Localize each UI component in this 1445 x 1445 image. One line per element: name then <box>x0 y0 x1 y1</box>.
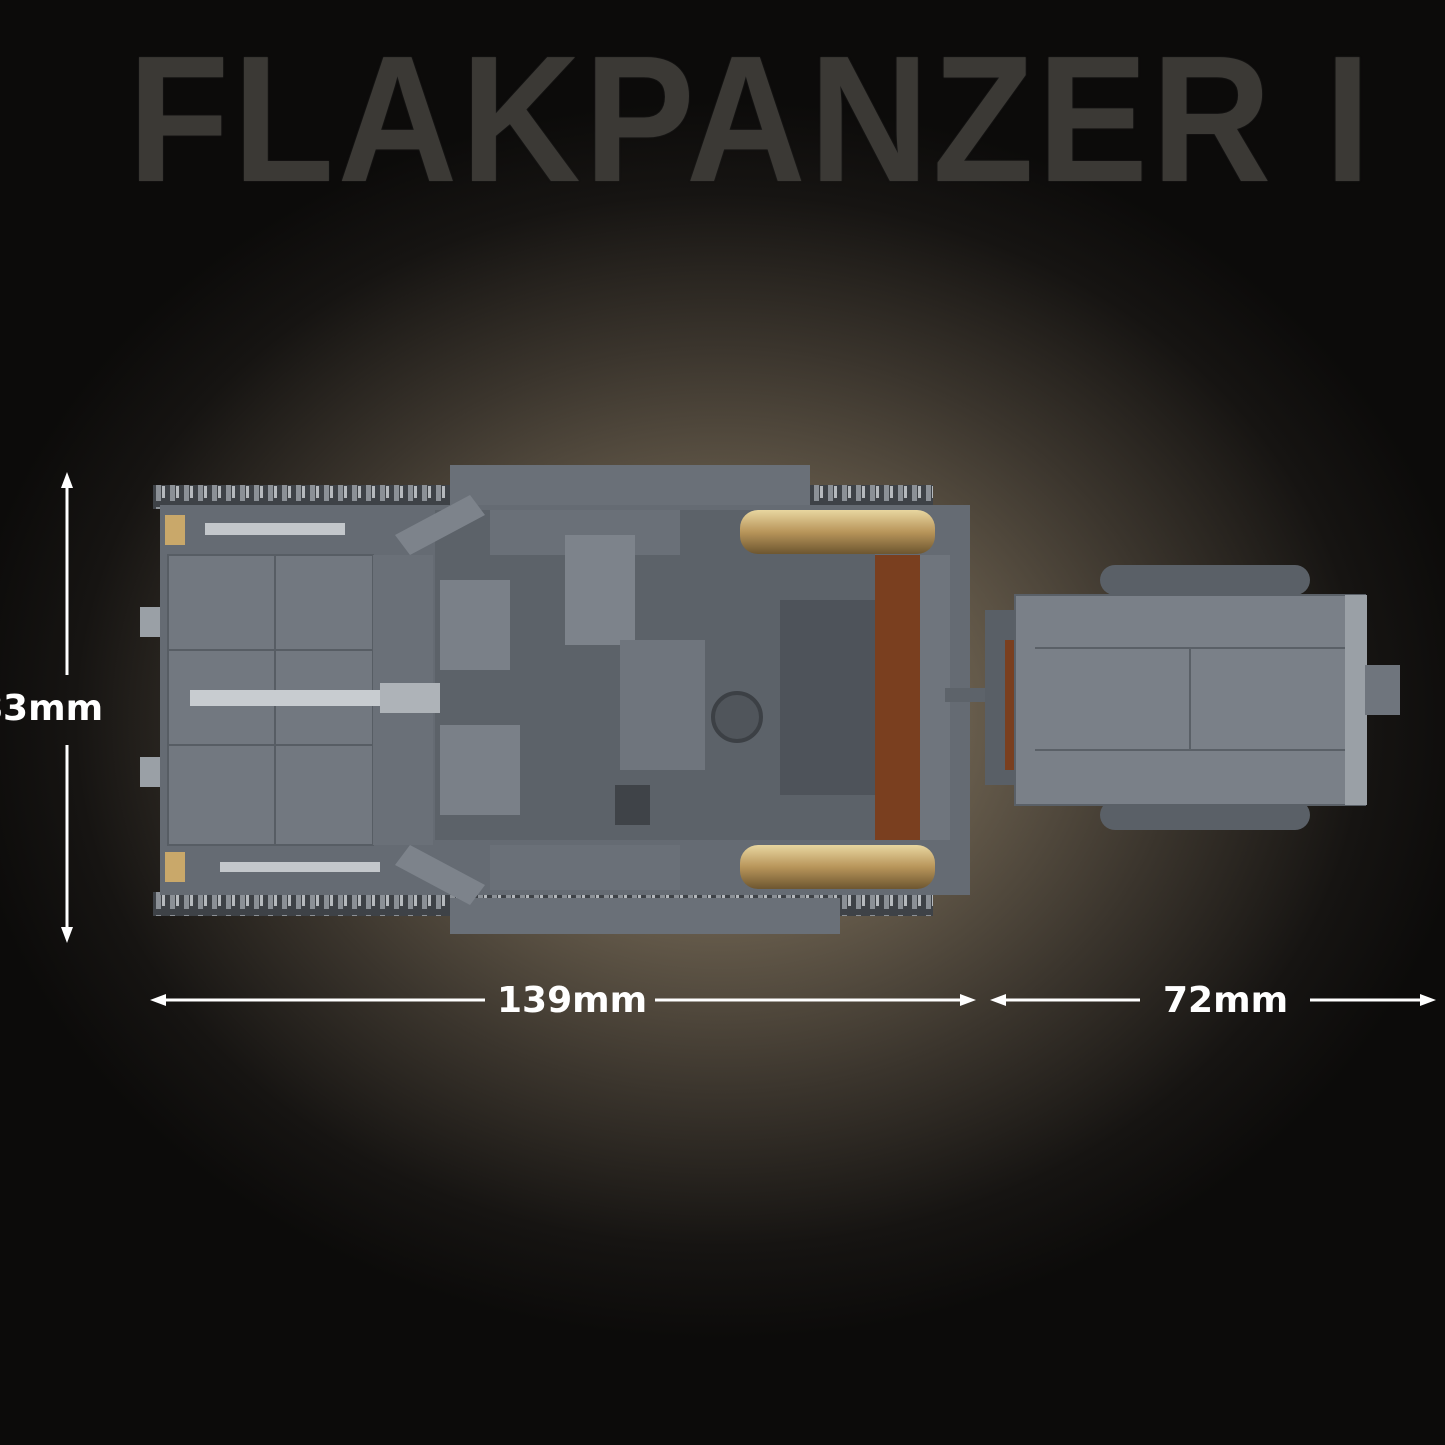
tank-hull <box>140 465 970 934</box>
dimension-lines <box>61 472 1436 1006</box>
trailer-length-dimension-label: 72mm <box>1163 980 1289 1021</box>
vehicle-length-dimension-label: 139mm <box>497 980 648 1021</box>
product-title: FLAKPANZER I <box>128 19 1375 220</box>
height-dimension-label: 83mm <box>0 688 104 729</box>
trailer <box>945 565 1400 830</box>
